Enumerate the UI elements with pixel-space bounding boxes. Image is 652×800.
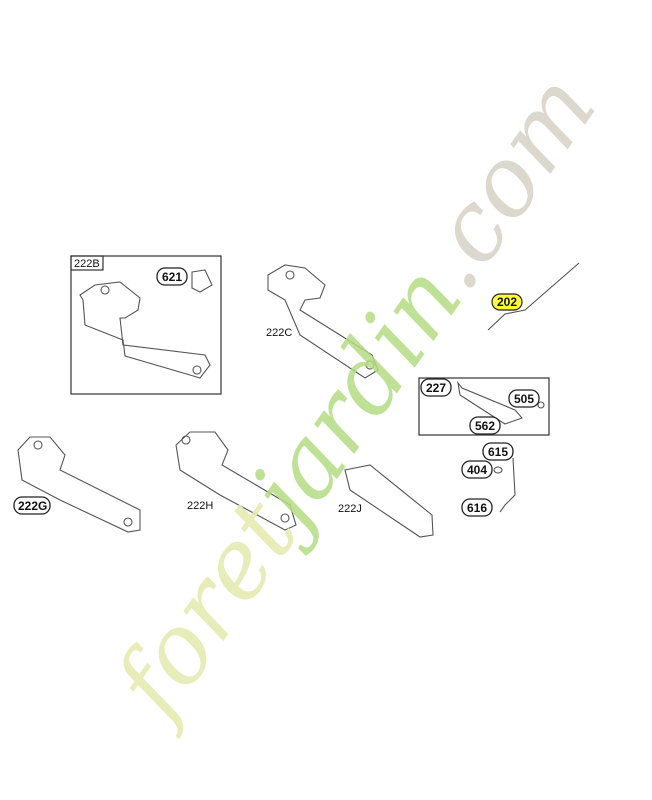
label-222c[interactable]: 222C: [266, 327, 292, 339]
callout-616[interactable]: [461, 498, 493, 517]
link-616[interactable]: [499, 457, 516, 513]
label-222g: 222G: [18, 499, 47, 513]
callout-562[interactable]: [469, 416, 501, 435]
bracket-222c[interactable]: [267, 264, 379, 379]
part-202-group: 202: [487, 262, 580, 331]
callout-202[interactable]: [491, 293, 523, 311]
part-222j-group: 222J: [338, 464, 434, 538]
group-box-222b: [70, 255, 222, 395]
group-box-227[interactable]: [418, 377, 550, 436]
group-222b: 222B 621: [70, 255, 222, 395]
bracket-222h[interactable]: [175, 431, 297, 531]
label-227: 227: [426, 381, 446, 395]
callout-621[interactable]: [156, 267, 188, 286]
label-202: 202: [497, 295, 517, 309]
callout-505[interactable]: [508, 389, 540, 408]
bracket-222j[interactable]: [344, 464, 434, 538]
callout-222g[interactable]: [13, 496, 51, 515]
label-562: 562: [475, 419, 495, 433]
callout-404[interactable]: [461, 460, 493, 479]
label-621: 621: [162, 270, 182, 284]
label-505: 505: [514, 392, 534, 406]
callout-227[interactable]: [420, 378, 452, 397]
rod-202[interactable]: [487, 262, 580, 331]
group-227: 227 505 562: [418, 377, 550, 436]
lever-227[interactable]: [457, 381, 523, 425]
label-615: 615: [488, 445, 508, 459]
label-222j[interactable]: 222J: [338, 503, 362, 515]
group-tab-222b: [70, 255, 104, 271]
bracket-222b[interactable]: [79, 281, 211, 379]
label-616: 616: [467, 501, 487, 515]
callout-615[interactable]: [482, 442, 514, 461]
label-404: 404: [467, 463, 487, 477]
part-615-616-group: 615 404 616: [461, 442, 516, 517]
label-222b[interactable]: 222B: [74, 258, 100, 270]
part-621[interactable]: [191, 269, 213, 293]
label-222h[interactable]: 222H: [187, 500, 213, 512]
bracket-222g[interactable]: [17, 436, 141, 533]
part-222c-group: 222C: [266, 264, 379, 379]
part-222h-group: 222H: [175, 431, 297, 531]
part-222g-group: 222G: [13, 436, 141, 533]
